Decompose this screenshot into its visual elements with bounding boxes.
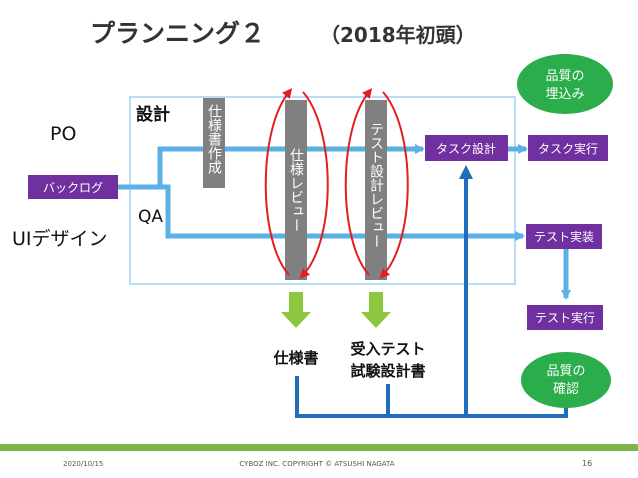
process-frame xyxy=(129,96,516,285)
spec-creation-label: 仕様書作成 xyxy=(206,104,222,175)
backlog-box xyxy=(28,175,118,199)
test-design-review-column xyxy=(365,100,387,280)
spec-review-label: 仕様レビュー xyxy=(288,148,304,232)
test-output-arrow xyxy=(361,292,391,328)
test-exec-label: テスト実行 xyxy=(535,310,595,325)
test-review-cycle-left xyxy=(344,88,373,276)
test-design-review-label: テスト設計レビュー xyxy=(368,122,384,248)
footer-bar xyxy=(0,444,638,451)
quality-build-in-line1: 品質の xyxy=(545,69,584,84)
role-ui-design: UIデザイン xyxy=(12,228,108,250)
spec-review-cycle-right xyxy=(299,91,329,279)
slide-subtitle: （2018年初頭） xyxy=(320,23,476,47)
footer-copyright: CYBOZ INC. COPYRIGHT © ATSUSHI NAGATA xyxy=(239,460,394,468)
spec-output-arrow xyxy=(281,292,311,328)
test-exec-box xyxy=(527,305,603,330)
test-impl-box xyxy=(526,224,602,249)
lane-qa: QA xyxy=(138,207,163,227)
acceptance-test-label: 受入テスト xyxy=(350,340,425,358)
test-design-doc-label: 試験設計書 xyxy=(350,362,425,380)
flow-arrow-backlog-to-design xyxy=(157,144,425,187)
spec-creation-column xyxy=(203,98,225,188)
task-exec-label: タスク実行 xyxy=(538,141,598,156)
page-number: 16 xyxy=(582,459,592,468)
footer-date: 2020/10/15 xyxy=(63,460,103,468)
backlog-label: バックログ xyxy=(43,181,103,195)
quality-confirm-line2: 確認 xyxy=(553,381,579,397)
flow-arrow-backlog-to-qa xyxy=(118,184,525,241)
test-impl-label: テスト実装 xyxy=(534,229,594,244)
slide-title: プランニング２ xyxy=(90,19,265,48)
quality-build-in-ellipse xyxy=(517,54,613,114)
spec-review-cycle-left xyxy=(264,88,293,276)
quality-confirm-line1: 品質の xyxy=(546,364,585,379)
quality-build-in-line2: 埋込み xyxy=(545,87,584,102)
feedback-loop-line xyxy=(295,376,568,418)
spec-doc-label: 仕様書 xyxy=(272,349,318,367)
role-po: PO xyxy=(50,123,76,145)
task-design-label: タスク設計 xyxy=(436,141,496,156)
quality-confirm-ellipse xyxy=(521,352,611,408)
test-review-cycle-right xyxy=(379,91,409,279)
spec-review-column xyxy=(285,100,307,280)
task-design-box xyxy=(425,135,508,161)
lane-design: 設計 xyxy=(136,104,170,125)
task-exec-box xyxy=(528,135,608,161)
